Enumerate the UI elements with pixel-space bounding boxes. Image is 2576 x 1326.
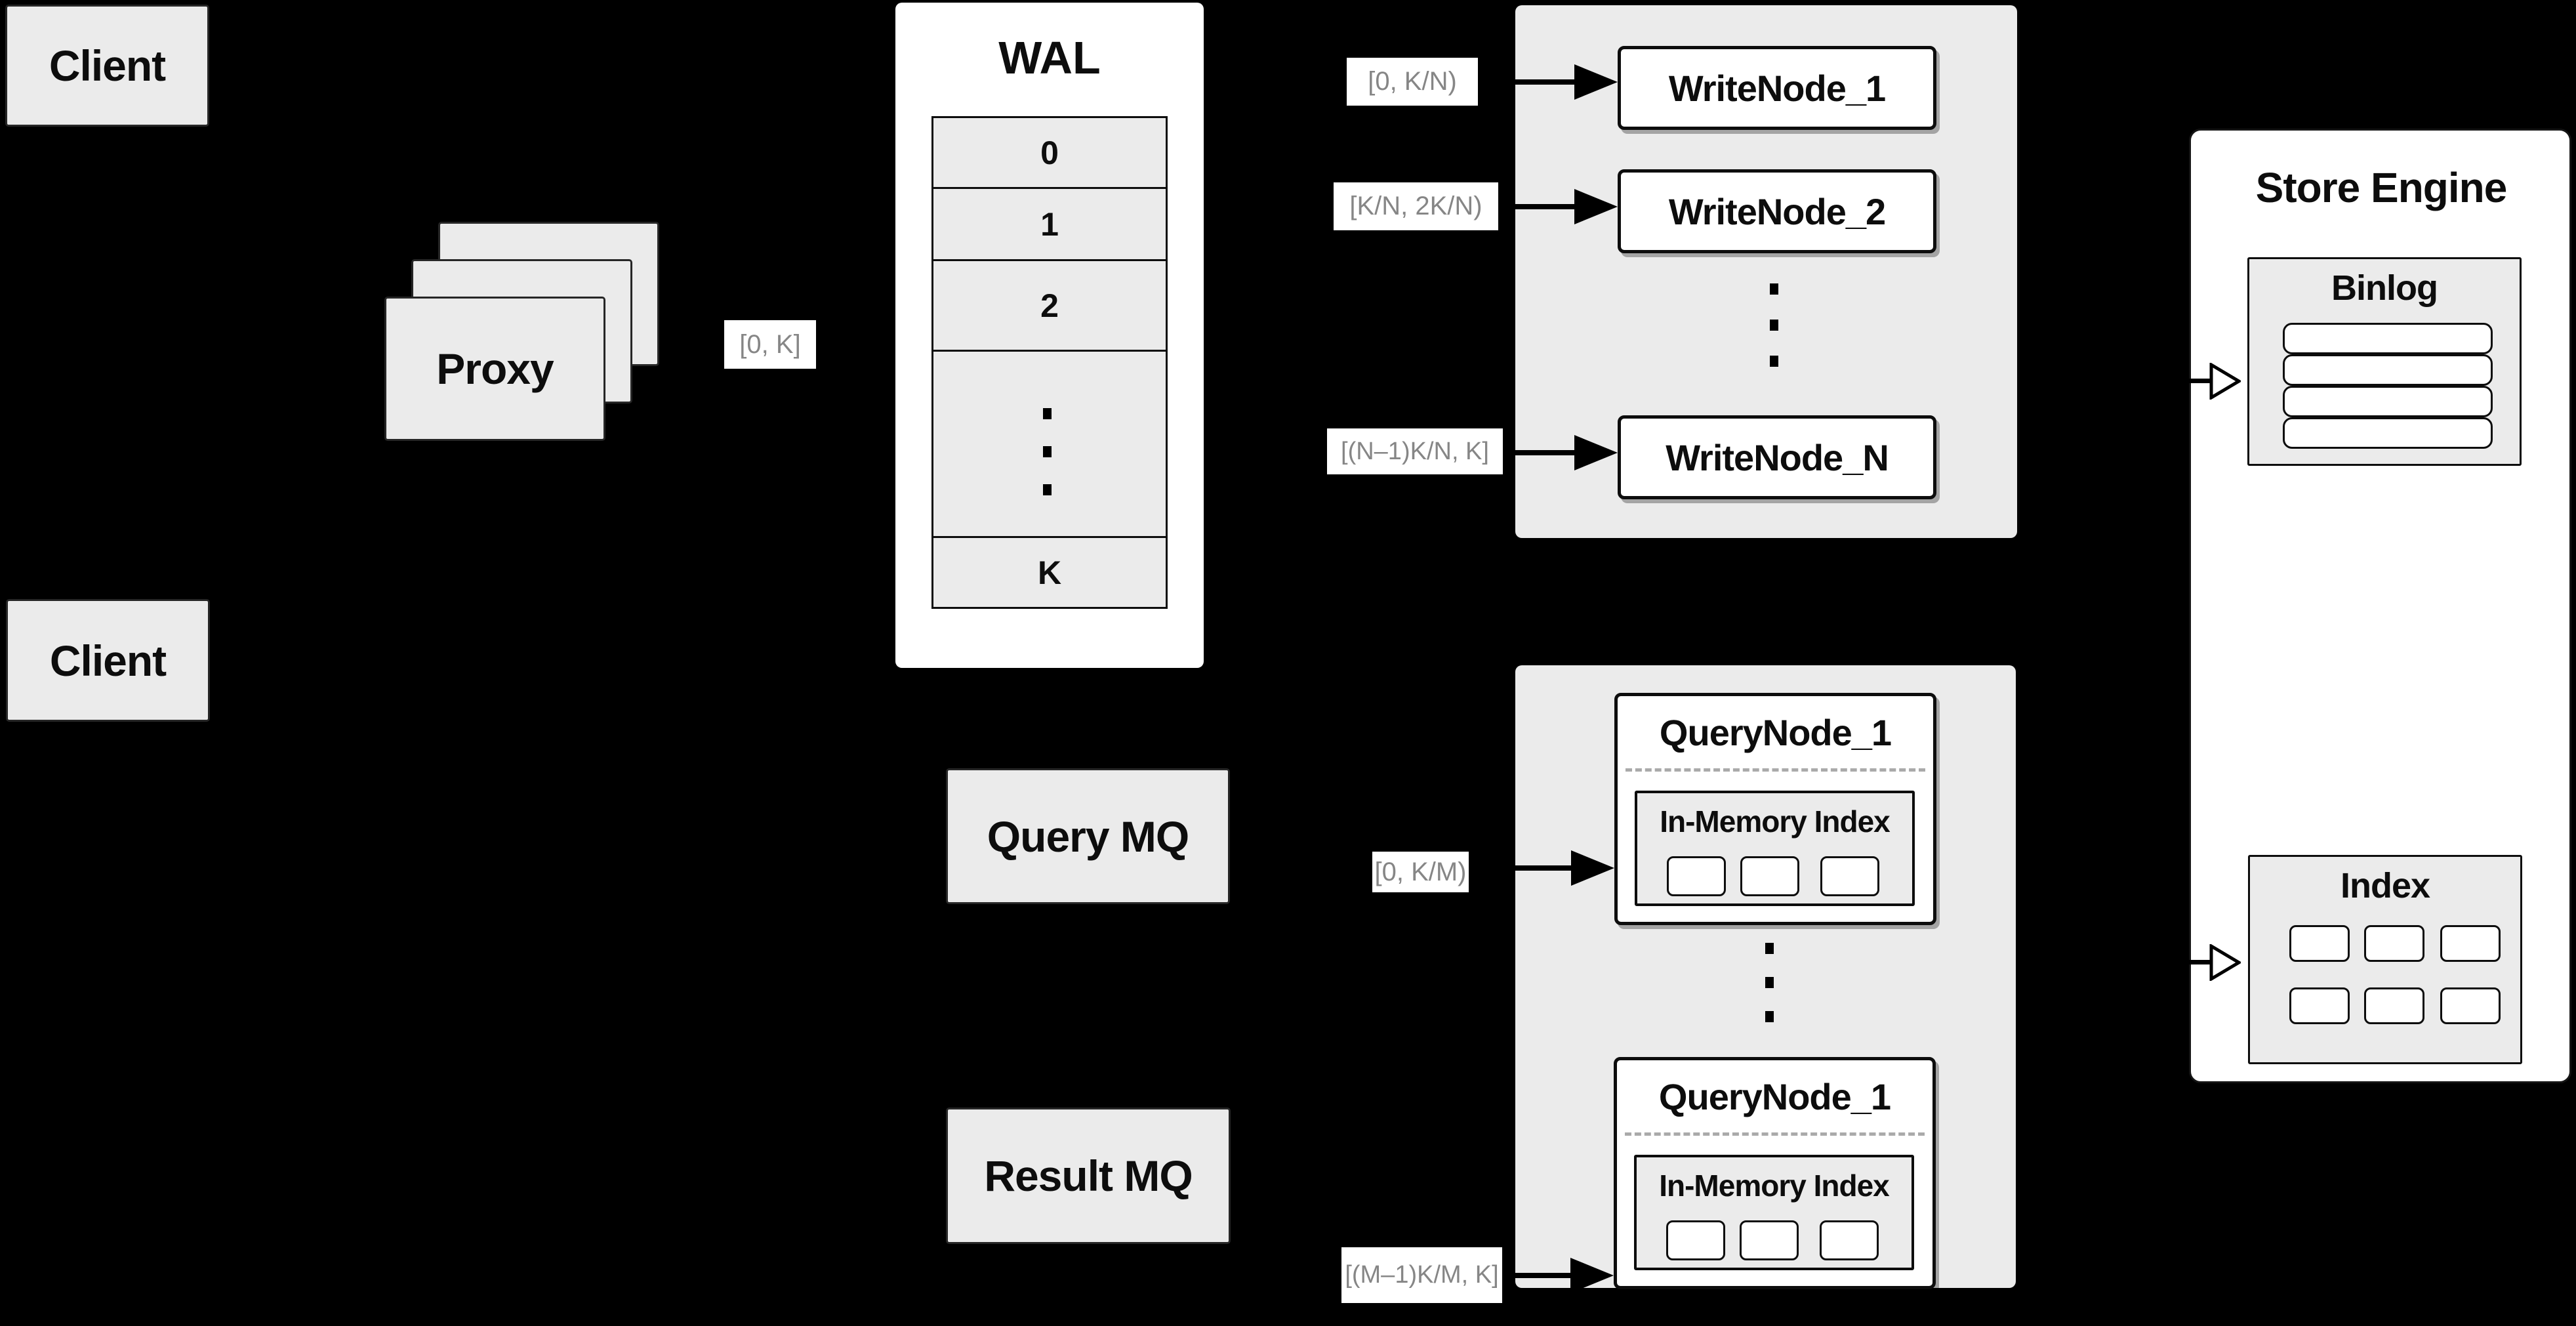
index-segment: [1667, 856, 1726, 896]
query-node-title: QueryNode_1: [1658, 1075, 1891, 1117]
write-node-label: WriteNode_2: [1668, 190, 1886, 232]
open-arrow-right-icon: [2209, 944, 2241, 981]
client-box-bottom: Client: [6, 599, 210, 722]
in-memory-index-label: In-Memory Index: [1659, 1169, 1890, 1203]
range-label-write-2: [K/N, 2K/N): [1334, 182, 1498, 230]
wal-row-1: 1: [933, 189, 1166, 261]
client-box-top: Client: [5, 5, 209, 127]
wal-table: 0 1 2 K: [931, 116, 1168, 609]
index-title: Index: [2340, 866, 2430, 905]
index-cell: [2440, 987, 2501, 1024]
wal-row-2: 2: [933, 261, 1166, 352]
query-mq-box: Query MQ: [946, 768, 1230, 904]
index-cell: [2440, 925, 2501, 962]
index-segment: [1666, 1220, 1725, 1260]
write-node-n: WriteNode_N: [1618, 415, 1936, 499]
range-label-write-1: [0, K/N): [1347, 58, 1478, 106]
open-arrow-right-icon: [2209, 363, 2241, 400]
write-node-label: WriteNode_1: [1668, 67, 1886, 109]
wal-row-k: K: [933, 538, 1166, 607]
client-label: Client: [49, 636, 167, 685]
store-engine-title: Store Engine: [2255, 163, 2508, 211]
index-cell: [2289, 925, 2350, 962]
index-cell: [2289, 987, 2350, 1024]
dashed-divider: [1625, 768, 1925, 772]
query-mq-label: Query MQ: [987, 812, 1189, 861]
wal-title: WAL: [998, 32, 1101, 83]
write-node-1: WriteNode_1: [1618, 46, 1936, 130]
in-memory-index-box: In-Memory Index: [1634, 1155, 1914, 1270]
wal-row-label: K: [1037, 554, 1062, 591]
arrow-right-icon: [1574, 64, 1618, 100]
range-label-query-m: [(M–1)K/M, K]: [1341, 1247, 1502, 1303]
result-mq-box: Result MQ: [946, 1108, 1231, 1244]
range-label-query-1: [0, K/M): [1372, 852, 1469, 892]
query-node-bottom: QueryNode_1 In-Memory Index: [1614, 1057, 1936, 1289]
binlog-row: [2283, 354, 2493, 386]
in-memory-index-label: In-Memory Index: [1660, 804, 1891, 839]
in-memory-index-box: In-Memory Index: [1635, 791, 1915, 906]
binlog-box: Binlog: [2247, 257, 2522, 466]
arrow-right-icon: [1571, 850, 1614, 886]
index-cell: [2364, 925, 2424, 962]
arrow-right-icon: [1574, 189, 1618, 224]
write-node-label: WriteNode_N: [1666, 436, 1889, 478]
binlog-title: Binlog: [2331, 268, 2438, 308]
proxy-box-front: Proxy: [384, 297, 605, 441]
index-cell: [2364, 987, 2424, 1024]
proxy-label: Proxy: [436, 344, 554, 393]
wal-row-0: 0: [933, 118, 1166, 189]
index-segment: [1740, 1220, 1799, 1260]
index-box: Index: [2248, 855, 2522, 1064]
wal-row-label: 1: [1040, 205, 1059, 243]
index-segment: [1820, 856, 1879, 896]
dashed-divider: [1625, 1132, 1925, 1136]
index-segment: [1740, 856, 1799, 896]
wal-row-label: 2: [1040, 287, 1059, 324]
result-mq-label: Result MQ: [984, 1151, 1193, 1200]
client-label: Client: [49, 41, 166, 90]
binlog-row: [2283, 323, 2493, 354]
binlog-row: [2283, 417, 2493, 449]
wal-row-label: 0: [1040, 134, 1059, 171]
wal-row-ellipsis: [933, 352, 1166, 538]
write-node-2: WriteNode_2: [1618, 169, 1936, 253]
arrow-right-icon: [1574, 435, 1618, 470]
query-node-title: QueryNode_1: [1659, 711, 1892, 753]
query-node-top: QueryNode_1 In-Memory Index: [1614, 693, 1936, 925]
range-label-0-k: [0, K]: [724, 320, 816, 369]
range-label-write-n: [(N–1)K/N, K]: [1327, 428, 1503, 474]
binlog-row: [2283, 386, 2493, 417]
index-segment: [1820, 1220, 1879, 1260]
arrow-right-icon: [1570, 1258, 1614, 1293]
